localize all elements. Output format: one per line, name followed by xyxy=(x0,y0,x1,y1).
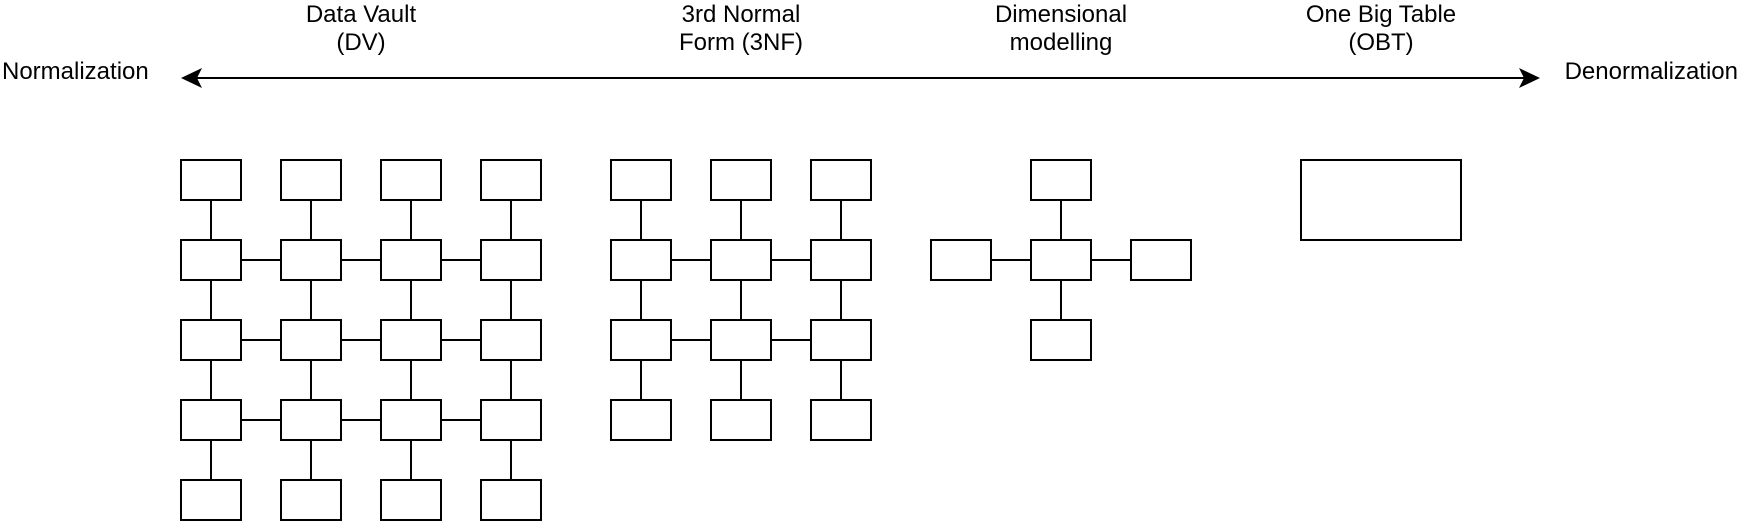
third-normal-form-table-box xyxy=(710,399,772,441)
one-big-table-table-box xyxy=(1300,159,1462,241)
approach-label-line: (DV) xyxy=(336,29,386,56)
data-vault-table-box xyxy=(180,319,242,361)
third-normal-form-table-box xyxy=(710,319,772,361)
approach-label-line: One Big Table xyxy=(1305,1,1457,28)
data-vault-table-box xyxy=(380,159,442,201)
approach-label-line: Form (3NF) xyxy=(679,29,803,56)
approach-label-one-big-table: One Big Table (OBT) xyxy=(1241,1,1521,57)
third-normal-form-table-box xyxy=(610,319,672,361)
third-normal-form-table-box xyxy=(610,239,672,281)
third-normal-form-table-box xyxy=(610,399,672,441)
dimensional-modelling-table-box xyxy=(1130,239,1192,281)
data-vault-table-box xyxy=(180,159,242,201)
data-vault-table-box xyxy=(180,399,242,441)
data-vault-table-box xyxy=(180,239,242,281)
approach-label-data-vault: Data Vault (DV) xyxy=(221,1,501,57)
data-vault-table-box xyxy=(180,479,242,521)
data-vault-table-box xyxy=(380,399,442,441)
data-vault-table-box xyxy=(480,399,542,441)
denormalization-label: Denormalization xyxy=(1564,58,1738,85)
third-normal-form-table-box xyxy=(810,399,872,441)
approach-label-line: 3rd Normal xyxy=(681,1,801,28)
dimensional-modelling-table-box xyxy=(1030,159,1092,201)
data-vault-table-box xyxy=(480,159,542,201)
approach-label-line: modelling xyxy=(1009,29,1113,56)
approach-label-line: Dimensional xyxy=(994,1,1128,28)
third-normal-form-table-box xyxy=(710,159,772,201)
third-normal-form-table-box xyxy=(810,239,872,281)
data-vault-table-box xyxy=(280,319,342,361)
third-normal-form-table-box xyxy=(610,159,672,201)
data-vault-table-box xyxy=(480,479,542,521)
dimensional-modelling-table-box xyxy=(930,239,992,281)
third-normal-form-table-box xyxy=(710,239,772,281)
data-vault-table-box xyxy=(480,319,542,361)
normalization-label: Normalization xyxy=(2,58,149,85)
approach-label-line: (OBT) xyxy=(1348,29,1414,56)
third-normal-form-table-box xyxy=(810,319,872,361)
data-vault-table-box xyxy=(280,159,342,201)
third-normal-form-table-box xyxy=(810,159,872,201)
approach-label-third-normal-form: 3rd Normal Form (3NF) xyxy=(601,1,881,57)
data-vault-table-box xyxy=(380,479,442,521)
arrowhead-left-icon xyxy=(181,68,202,88)
arrowhead-right-icon xyxy=(1519,68,1540,88)
dimensional-modelling-table-box xyxy=(1030,239,1092,281)
data-vault-table-box xyxy=(280,399,342,441)
data-vault-table-box xyxy=(380,319,442,361)
data-vault-table-box xyxy=(280,479,342,521)
approach-label-line: Data Vault xyxy=(305,1,417,28)
dimensional-modelling-table-box xyxy=(1030,319,1092,361)
data-vault-table-box xyxy=(380,239,442,281)
approach-label-dimensional-modelling: Dimensional modelling xyxy=(921,1,1201,57)
data-vault-table-box xyxy=(480,239,542,281)
data-vault-table-box xyxy=(280,239,342,281)
